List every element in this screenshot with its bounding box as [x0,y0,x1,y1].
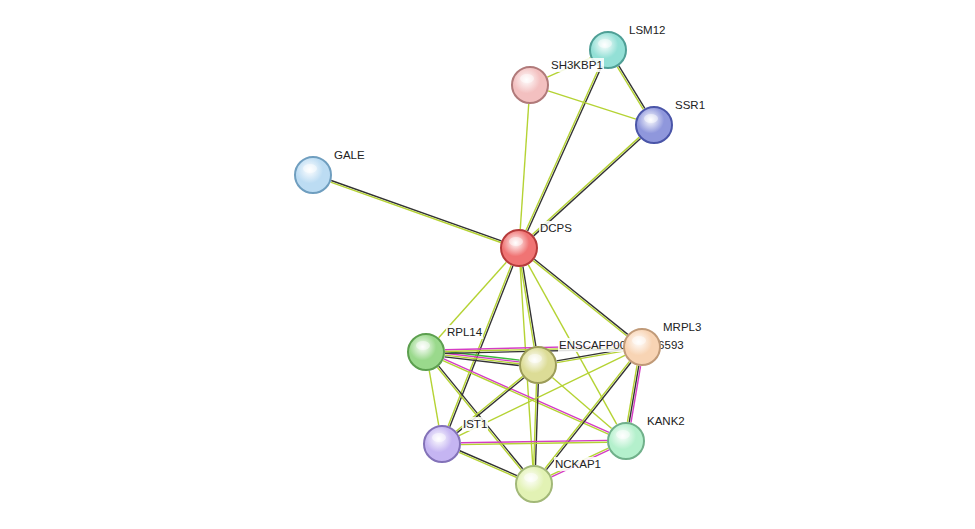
node-label: GALE [333,148,366,162]
evidence-line [619,66,645,109]
node-highlight [598,39,612,48]
node-label: DCPS [539,221,573,235]
evidence-line [532,137,639,234]
evidence-line [548,91,636,119]
protein-node: GALE [294,156,332,194]
node-highlight [644,114,658,123]
protein-node: SSR1 [635,106,673,144]
evidence-line [629,366,639,423]
evidence-line [520,104,528,229]
node-highlight [416,341,430,350]
interaction-edge [429,371,438,426]
node-highlight [509,237,523,246]
evidence-line [551,448,609,475]
evidence-line [457,378,524,433]
interaction-edge [617,66,645,110]
node-highlight [632,336,646,345]
evidence-line [429,371,438,426]
evidence-line [331,180,501,240]
node-label: SSR1 [674,98,706,112]
evidence-line [331,182,501,242]
protein-node: RPL14 [407,333,445,371]
node-label: LSM12 [628,23,666,37]
interaction-edge [534,384,539,465]
protein-node: KANK2 [607,422,645,460]
protein-node: DCPS [500,229,538,267]
interaction-edge [533,259,628,336]
evidence-line [459,452,516,477]
protein-node: SH3KBP1 [511,66,549,104]
node-label: MRPL3 [662,320,702,334]
node-label: IST1 [462,417,488,431]
evidence-line [448,265,511,426]
node-label: NCKAP1 [554,457,602,471]
interaction-edge [532,137,640,236]
evidence-line [450,266,513,427]
evidence-line [456,376,523,431]
protein-node: NCKAP1 [515,465,553,503]
node-label: SH3KBP1 [550,58,604,72]
evidence-line [627,365,637,422]
interaction-edge [459,451,517,477]
node-highlight [616,430,630,439]
interaction-edge [456,376,524,432]
interaction-edge [448,265,513,426]
protein-node: IST1 [423,425,461,463]
evidence-line [461,442,607,444]
evidence-line [617,67,643,110]
interaction-edge [461,440,607,444]
evidence-line [552,450,610,477]
interaction-edge [551,448,609,477]
node-label: KANK2 [646,414,686,428]
evidence-line [534,384,537,465]
node-highlight [524,473,538,482]
interaction-edge [627,365,640,422]
interaction-edge [331,180,502,242]
interaction-edge [548,91,636,119]
evidence-line [460,451,517,476]
node-highlight [432,433,446,442]
node-highlight [303,164,317,173]
node-highlight [520,74,534,83]
evidence-line [445,355,519,364]
node-highlight [528,354,542,363]
protein-node: MRPL3 [623,328,661,366]
evidence-line [534,138,641,235]
node-label: RPL14 [446,325,483,339]
interaction-edge [520,104,528,229]
node-label: ENSCAFP00000066593 [558,338,685,352]
evidence-line [534,259,627,334]
protein-node: ENSCAFP00000066593 [519,346,557,384]
